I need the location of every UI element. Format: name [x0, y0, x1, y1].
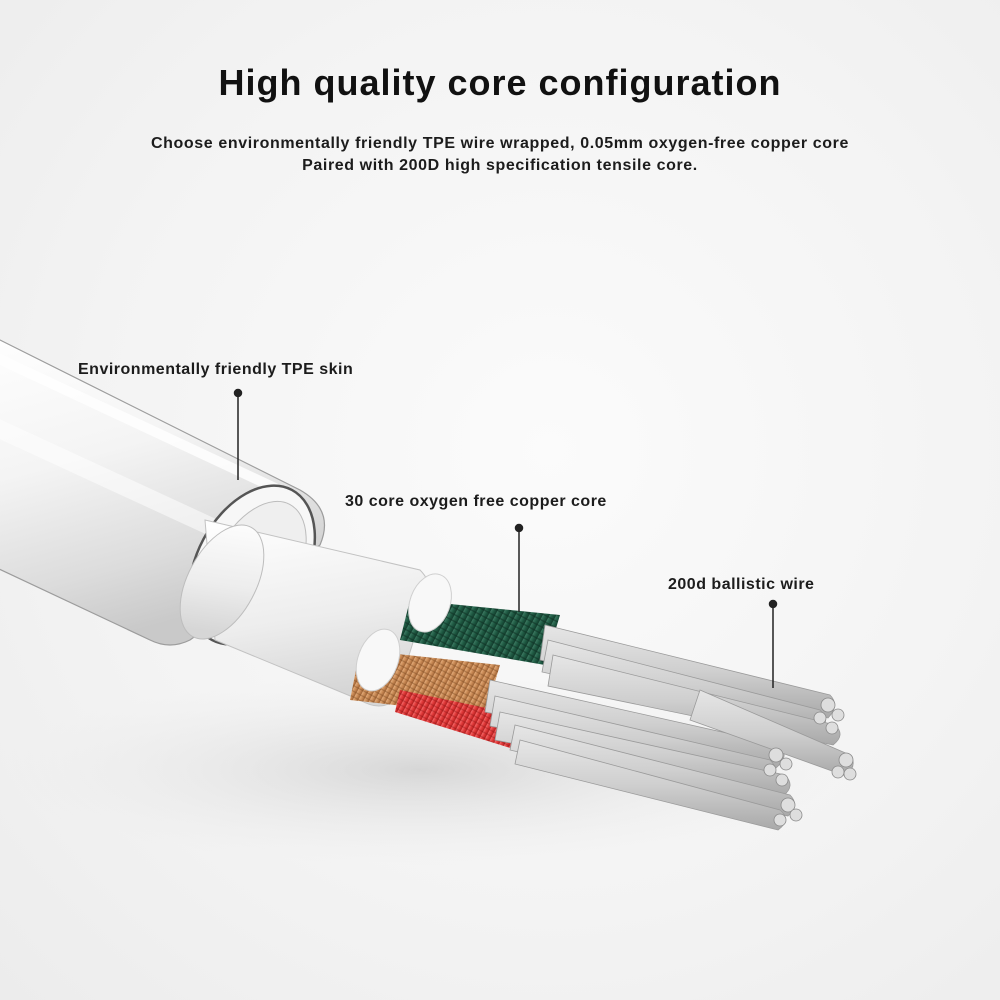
copper-wire	[350, 628, 500, 715]
red-wire	[395, 690, 520, 748]
callout-ballistic-wire: 200d ballistic wire	[668, 576, 815, 593]
callout-copper-core: 30 core oxygen free copper core	[345, 493, 607, 510]
callout-tpe-skin: Environmentally friendly TPE skin	[78, 361, 354, 378]
callout-pointers	[233, 388, 778, 688]
page-subtitle: Choose environmentally friendly TPE wire…	[0, 133, 1000, 177]
page-title: High quality core configuration	[218, 62, 782, 103]
green-wire	[400, 573, 560, 665]
subtitle-line-2: Paired with 200D high specification tens…	[302, 157, 698, 174]
ballistic-fibers	[484, 624, 854, 831]
fiber-end-caps	[763, 697, 857, 827]
subtitle-line-1: Choose environmentally friendly TPE wire…	[151, 135, 849, 152]
